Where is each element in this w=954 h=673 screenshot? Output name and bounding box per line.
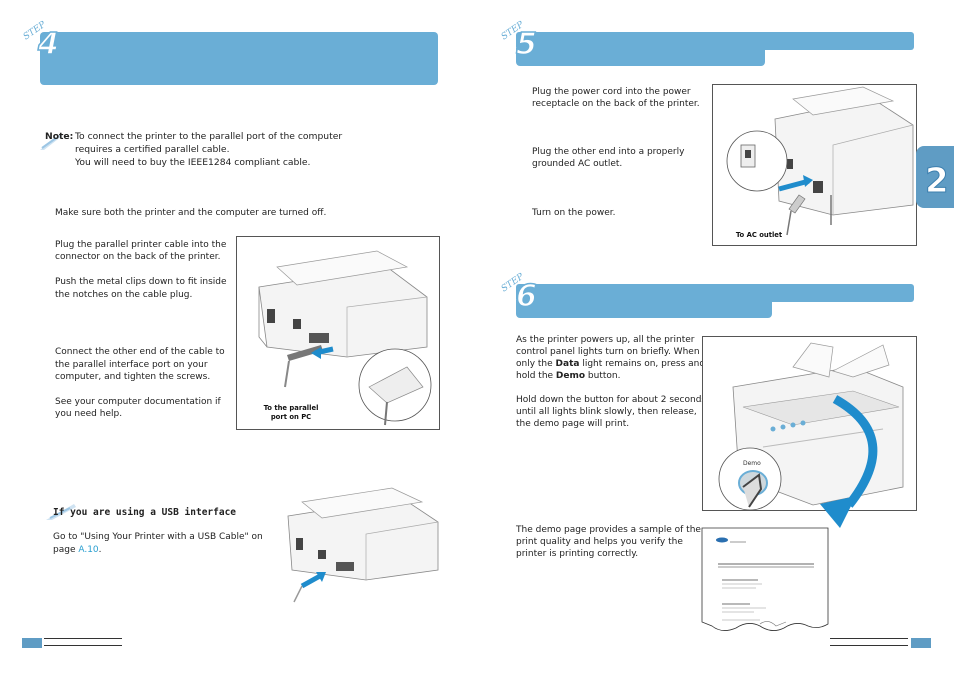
plug-cable-line2: connector on the back of the printer. xyxy=(55,252,221,262)
usb-line2: page A.10. xyxy=(53,544,102,557)
step6-number: 6 xyxy=(516,279,537,310)
power-cord-figure: To AC outlet xyxy=(712,84,917,246)
plug-cable-line1: Plug the parallel printer cable into the xyxy=(55,240,227,250)
demo-line1: As the printer powers up, all the printe… xyxy=(516,335,695,345)
note-pen-icon xyxy=(40,134,62,150)
step5-number: 5 xyxy=(516,27,537,58)
chapter-number-text: 2 xyxy=(925,161,949,198)
instruction-power-off: Make sure both the printer and the compu… xyxy=(55,208,327,218)
note-line3: You will need to buy the IEEE1284 compli… xyxy=(75,157,311,168)
step5-banner-lower xyxy=(516,48,765,66)
demo-line3: only the Data light remains on, press an… xyxy=(516,358,705,371)
outlet-line2: grounded AC outlet. xyxy=(532,159,623,169)
step5-marker: STEP 5 xyxy=(500,19,538,58)
chapter-tab xyxy=(916,146,954,208)
see-doc-line2: you need help. xyxy=(55,409,123,419)
hold-line1: Hold down the button for about 2 seconds xyxy=(516,395,707,405)
demo-line4-c: button. xyxy=(585,371,621,381)
usb-heading: If you are using a USB interface xyxy=(53,507,237,518)
hold-line2: until all lights blink slowly, then rele… xyxy=(516,407,697,417)
sample-line3: printer is printing correctly. xyxy=(516,549,639,559)
ac-outlet-caption: To AC outlet xyxy=(735,231,783,239)
step5-banner xyxy=(516,32,914,50)
connect-line3: computer, and tighten the screws. xyxy=(55,372,211,382)
sample-line2: print quality and helps you verify the xyxy=(516,537,683,547)
left-footer-tab xyxy=(22,638,42,648)
turn-on-power: Turn on the power. xyxy=(532,208,616,218)
power-cord-line1: Plug the power cord into the power xyxy=(532,87,691,97)
connect-line2: the parallel interface port on your xyxy=(55,360,208,370)
parallel-figure-caption-line2: port on PC xyxy=(270,413,312,421)
usb-line2-suffix: . xyxy=(98,545,102,555)
demo-line4: hold the Demo button. xyxy=(516,370,620,383)
demo-line4-a: hold the xyxy=(516,371,556,381)
power-cord-line2: receptacle on the back of the printer. xyxy=(532,99,700,109)
step6-banner xyxy=(516,284,914,302)
parallel-cable-figure: To the parallel port on PC xyxy=(236,236,440,430)
step6-marker: STEP 6 xyxy=(500,271,538,310)
push-clips-line1: Push the metal clips down to fit inside xyxy=(55,277,227,287)
step4-marker: STEP 4 xyxy=(22,19,60,58)
printer-back-parallel-illustration xyxy=(258,250,432,426)
note-line2: requires a certified parallel cable. xyxy=(75,144,230,155)
printer-back-usb-illustration xyxy=(287,487,439,603)
printer-front-demo-illustration: Demo xyxy=(718,342,904,510)
usb-pen-icon xyxy=(46,504,76,520)
usb-line1: Go to "Using Your Printer with a USB Cab… xyxy=(53,532,263,542)
demo-button-figure: Demo xyxy=(702,336,917,511)
outlet-line1: Plug the other end into a properly xyxy=(532,147,685,157)
right-footer-line1 xyxy=(830,638,908,639)
step4-banner xyxy=(40,32,438,85)
demo-line2: control panel lights turn on briefly. Wh… xyxy=(516,347,700,357)
sample-line1: The demo page provides a sample of the xyxy=(516,525,701,535)
left-footer-line1 xyxy=(44,638,122,639)
demo-line3-a: only the xyxy=(516,359,556,369)
note-label: Note: xyxy=(45,131,74,142)
demo-line3-c: light remains on, press and xyxy=(579,359,706,369)
demo-button-label: Demo xyxy=(555,371,586,381)
demo-output-arrow-icon xyxy=(820,496,856,528)
connect-line1: Connect the other end of the cable to xyxy=(55,347,225,357)
see-doc-line1: See your computer documentation if xyxy=(55,397,221,407)
push-clips-line2: the notches on the cable plug. xyxy=(55,290,193,300)
demo-button-text: Demo xyxy=(743,460,761,467)
left-footer-line2 xyxy=(44,645,122,646)
demo-page-sample-illustration xyxy=(701,527,829,631)
chapter-number: 2 xyxy=(925,161,950,199)
step6-banner-lower xyxy=(516,300,772,318)
note-line1: To connect the printer to the parallel p… xyxy=(75,131,343,142)
right-footer-line2 xyxy=(830,645,908,646)
step4-number: 4 xyxy=(37,27,59,58)
usb-page-link[interactable]: A.10 xyxy=(78,545,99,555)
parallel-figure-caption-line1: To the parallel xyxy=(263,404,319,412)
right-footer-tab xyxy=(911,638,931,648)
usb-line2-prefix: page xyxy=(53,545,79,555)
printer-back-power-illustration xyxy=(726,86,914,236)
data-light-label: Data xyxy=(555,359,580,369)
hold-line3: the demo page will print. xyxy=(516,419,630,429)
